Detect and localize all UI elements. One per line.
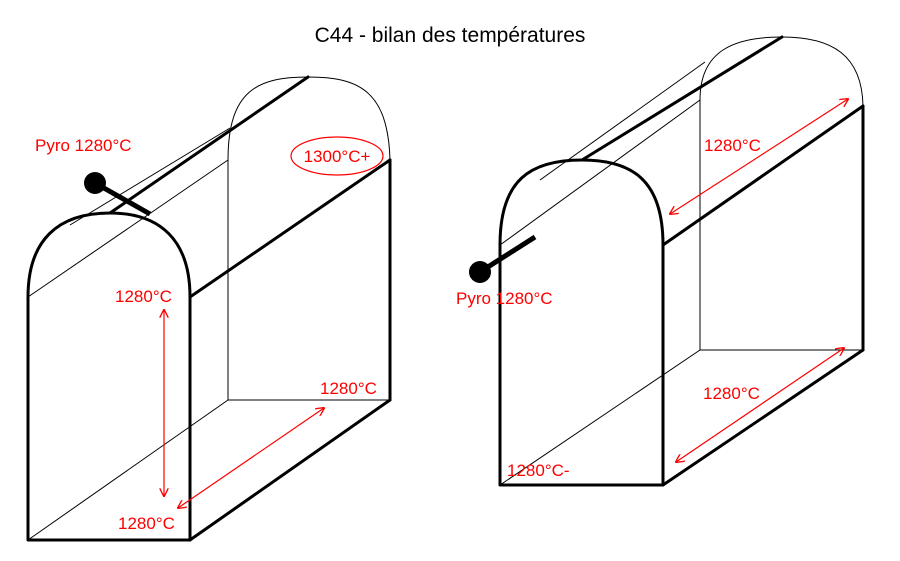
diagram-title: C44 - bilan des températures bbox=[315, 24, 586, 47]
hot-spot-ellipse bbox=[290, 136, 384, 176]
left-front-top-label: 1280°C bbox=[115, 287, 172, 306]
left-pyro-label: Pyro 1280°C bbox=[35, 136, 132, 155]
right-top-label: 1280°C bbox=[704, 136, 761, 155]
left-kiln: Pyro 1280°C 1300°C+ 1280°C 1280°C 1280°C bbox=[26, 75, 392, 542]
left-floor-front-label: 1280°C bbox=[118, 514, 175, 533]
right-top-arrow bbox=[670, 99, 848, 214]
left-pyrometer-probe bbox=[84, 172, 152, 217]
right-floor-corner-label: 1280°C- bbox=[507, 461, 570, 480]
left-floor-arrow bbox=[178, 408, 324, 508]
left-hot-spot-label: 1300°C+ bbox=[304, 147, 371, 166]
left-floor-back-label: 1280°C bbox=[320, 379, 377, 398]
right-kiln-back-edges bbox=[499, 36, 864, 486]
right-floor-label: 1280°C bbox=[703, 384, 760, 403]
left-kiln-outline bbox=[26, 75, 392, 542]
right-pyro-label: Pyro 1280°C bbox=[456, 289, 553, 308]
right-floor-arrow bbox=[676, 348, 844, 462]
right-pyrometer-probe bbox=[469, 234, 537, 283]
right-kiln-outline bbox=[498, 35, 865, 487]
right-kiln: Pyro 1280°C 1280°C 1280°C 1280°C- bbox=[456, 35, 865, 487]
